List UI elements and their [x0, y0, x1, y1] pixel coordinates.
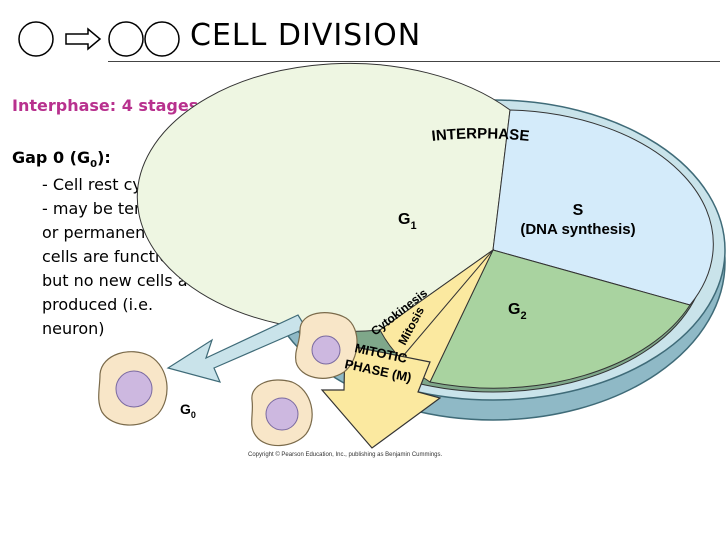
s-label-description: (DNA synthesis): [520, 221, 635, 238]
cell-top: [294, 312, 358, 379]
title-divider: [108, 61, 720, 62]
g0-label: G0: [180, 401, 196, 420]
gap0-heading-suffix: ):: [97, 148, 111, 167]
cell-g0: [98, 351, 168, 426]
description-line: produced (i.e.: [42, 295, 154, 314]
g2-label-main: G: [508, 301, 520, 318]
cytokinesis-divider: [397, 249, 494, 363]
s-label-letter: S: [573, 202, 584, 219]
g2-label: G2: [508, 301, 527, 322]
right-arrow-icon: [65, 27, 102, 51]
daughter-cell-right-icon: [144, 21, 180, 57]
mitotic-arrow: [320, 344, 442, 449]
g0-exit-arrow: [166, 314, 307, 383]
g0-label-sub: 0: [191, 410, 196, 420]
g2-label-sub: 2: [520, 310, 526, 322]
g1-sector: [136, 62, 511, 332]
gap0-heading-sub: 0: [90, 159, 98, 171]
cell-division-header-icons: [18, 21, 180, 57]
s-sector: [492, 109, 714, 306]
page-title: CELL DIVISION: [190, 18, 422, 53]
interphase-heading: Interphase: 4 stages: [12, 96, 199, 115]
single-cell-icon: [18, 21, 54, 57]
g1-label-sub: 1: [410, 220, 416, 232]
g1-label-main: G: [398, 211, 410, 228]
g0-label-main: G: [180, 401, 191, 417]
g2-sector: [429, 249, 691, 389]
interphase-ring-label-path: INTERPHASE: [431, 125, 530, 145]
description-line: neuron): [42, 319, 105, 338]
gap0-heading: Gap 0 (G0):: [12, 148, 111, 170]
description-line: - Cell rest cycle: [42, 175, 165, 194]
daughter-cell-left-icon: [108, 21, 144, 57]
gap0-heading-text: Gap 0 (G: [12, 148, 91, 167]
cell-bottom: [251, 379, 313, 447]
copyright-text: Copyright © Pearson Education, Inc., pub…: [248, 451, 443, 458]
interphase-ring-label: INTERPHASE: [431, 125, 530, 145]
description-line: but no new cells are: [42, 271, 204, 290]
g1-label: G1: [398, 211, 417, 232]
